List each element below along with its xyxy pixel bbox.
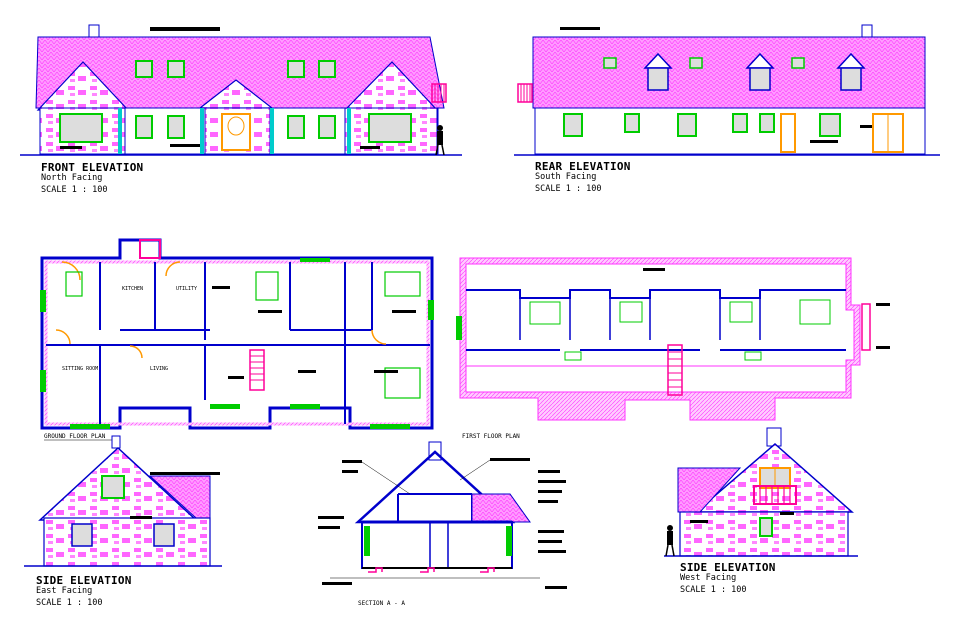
room-label-kitchen: KITCHEN — [122, 286, 143, 292]
east-window — [101, 475, 125, 499]
front-window — [368, 113, 412, 143]
front-dormer-window — [167, 60, 185, 78]
rear-door — [780, 113, 796, 153]
rear-elevation-title: REAR ELEVATION — [535, 160, 631, 173]
east-window — [71, 523, 93, 547]
front-dormer-window — [318, 60, 336, 78]
room-label-sitting: SITTING ROOM — [62, 366, 98, 372]
room-label-utility: UTILITY — [176, 286, 197, 292]
rear-chimney — [861, 24, 873, 38]
west-window — [759, 517, 773, 537]
front-elevation — [20, 24, 462, 156]
front-title-note — [150, 27, 220, 31]
east-elevation-facing: East Facing — [36, 586, 93, 596]
west-elevation-facing: West Facing — [680, 573, 737, 583]
rear-roof — [532, 36, 926, 109]
rear-elevation-facing: South Facing — [535, 172, 597, 182]
rooflight — [791, 57, 805, 69]
ground-floor-plan: SITTING ROOM KITCHEN UTILITY LIVING — [40, 238, 434, 441]
west-elevation-scale: SCALE 1 : 100 — [680, 585, 747, 595]
rear-dormer-window — [840, 67, 862, 91]
rear-balcony-rail — [517, 83, 533, 103]
rooflight — [603, 57, 617, 69]
front-window — [167, 115, 185, 139]
east-elevation-title: SIDE ELEVATION — [36, 574, 132, 587]
front-window — [287, 115, 305, 139]
front-window — [318, 115, 336, 139]
rear-wall — [534, 107, 926, 155]
front-roof — [35, 36, 445, 109]
front-chimney — [88, 24, 100, 38]
west-balcony — [753, 485, 797, 505]
scale-figure — [665, 525, 675, 557]
side-elevation-west — [664, 427, 858, 557]
front-elevation-scale: SCALE 1 : 100 — [41, 185, 108, 195]
front-dormer-window — [135, 60, 153, 78]
section-a-a — [318, 441, 567, 589]
scale-figure — [435, 125, 445, 156]
room-label-living: LIVING — [150, 366, 168, 372]
rear-window — [624, 113, 640, 133]
rear-window — [819, 113, 841, 137]
side-elevation-east — [24, 435, 222, 567]
rear-dormer-window — [647, 67, 669, 91]
front-balcony-rail — [431, 83, 447, 103]
rear-dormer-window — [749, 67, 771, 91]
rear-window — [563, 113, 583, 137]
first-floor-plan — [456, 257, 890, 421]
front-window — [59, 113, 103, 143]
front-elevation-title: FRONT ELEVATION — [41, 161, 144, 174]
ground-floor-plan-title: GROUND FLOOR PLAN — [44, 433, 106, 440]
east-elevation-scale: SCALE 1 : 100 — [36, 598, 103, 608]
rear-elevation-scale: SCALE 1 : 100 — [535, 184, 602, 194]
west-elevation-title: SIDE ELEVATION — [680, 561, 776, 574]
front-dormer-window — [287, 60, 305, 78]
east-window — [153, 523, 175, 547]
front-elevation-facing: North Facing — [41, 173, 103, 183]
rear-elevation — [514, 24, 940, 156]
rooflight — [689, 57, 703, 69]
front-window — [135, 115, 153, 139]
rear-window — [732, 113, 748, 133]
section-title: SECTION A - A — [358, 600, 405, 607]
rear-window — [759, 113, 775, 133]
rear-window — [677, 113, 697, 137]
first-floor-plan-title: FIRST FLOOR PLAN — [462, 433, 520, 440]
